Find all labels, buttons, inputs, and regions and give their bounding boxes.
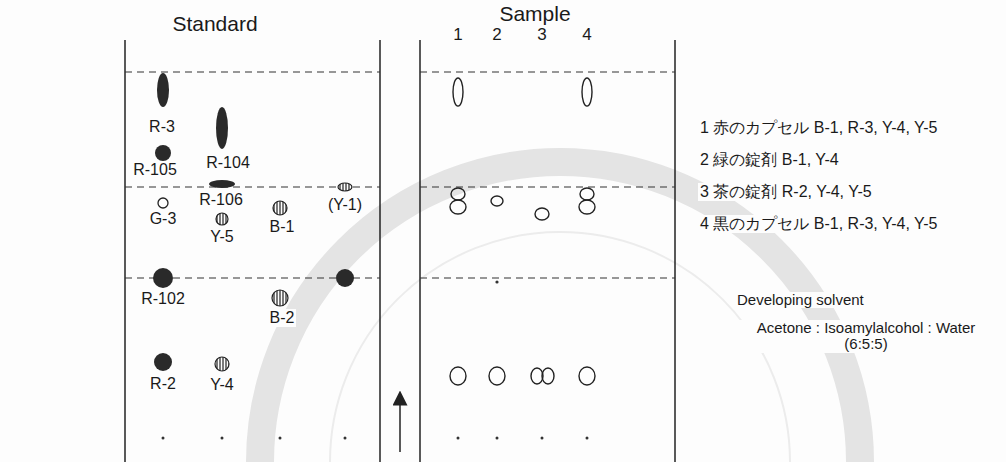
lane-number: 2	[490, 26, 503, 45]
lane-number: 4	[580, 26, 593, 45]
spot-label: Y-4	[208, 376, 235, 394]
sample-key: 4 黒のカプセル B-1, R-3, Y-4, Y-5	[698, 215, 939, 233]
panel-heading: Sample	[497, 2, 572, 25]
spot-label: R-106	[197, 191, 245, 209]
spot-label: (Y-1)	[326, 196, 364, 214]
sample-key: 1 赤のカプセル B-1, R-3, Y-4, Y-5	[698, 119, 939, 137]
lane-number: 1	[451, 26, 464, 45]
spot-label: G-3	[148, 210, 179, 228]
sample-key: 2 緑の錠剤 B-1, Y-4	[698, 151, 841, 169]
spot-label: R-102	[139, 290, 187, 308]
spot-label: B-1	[268, 218, 297, 236]
sample-key: 3 茶の錠剤 R-2, Y-4, Y-5	[698, 183, 874, 201]
spot-label: R-105	[131, 161, 179, 179]
lane-number: 3	[535, 26, 548, 45]
spot-label: R-104	[204, 154, 252, 172]
spot-label: R-3	[147, 118, 177, 136]
spot-label: Y-5	[208, 228, 235, 246]
spot-label: B-2	[268, 309, 297, 327]
panel-heading: Standard	[170, 12, 259, 35]
solvent-note: Acetone : Isoamylalcohol : Water (6:5:5)	[733, 320, 999, 353]
spot-label: R-2	[148, 375, 178, 393]
solvent-note: Developing solvent	[735, 292, 866, 309]
